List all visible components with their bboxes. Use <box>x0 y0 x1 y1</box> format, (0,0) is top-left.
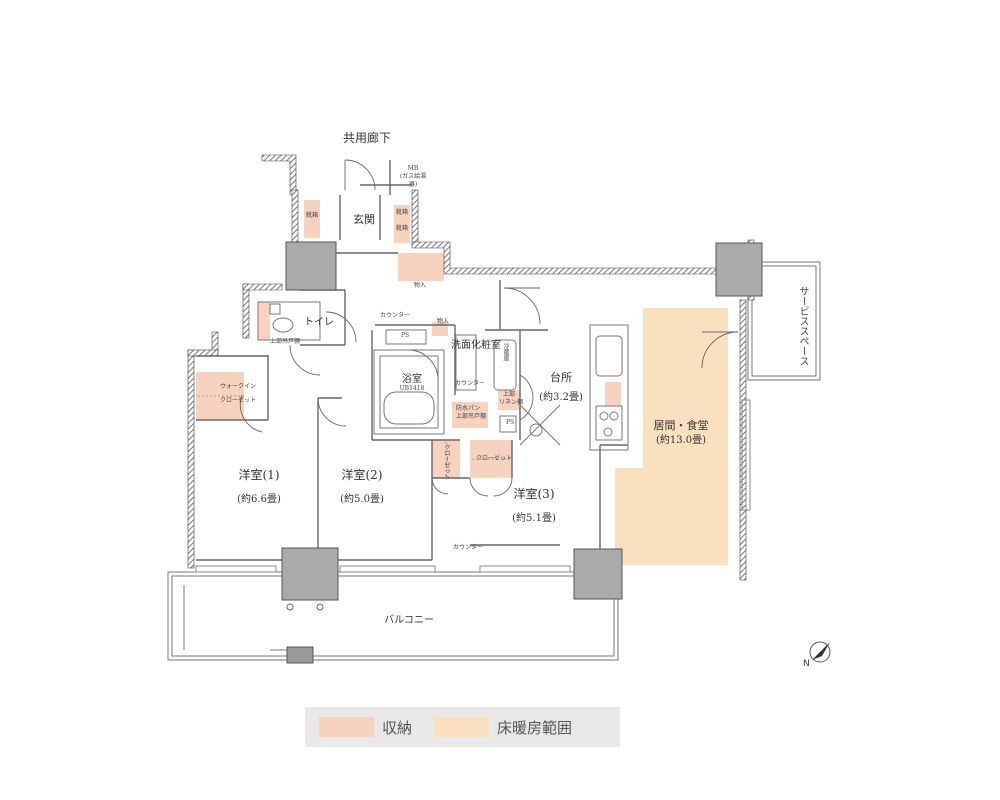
legend-label-floor-heating: 床暖房範囲 <box>497 718 573 737</box>
washer-pan-label: 防水パン <box>456 405 481 412</box>
toilet-label: トイレ <box>304 317 334 328</box>
legend-item-floor-heating: 床暖房範囲 <box>434 717 572 738</box>
bathroom <box>373 349 445 435</box>
bedroom1-label: 洋室(1) <box>238 468 280 482</box>
walk-in-closet-label: ウォークイン <box>220 383 257 390</box>
counter-label: カウンター <box>380 312 411 319</box>
balcony-drain <box>286 646 314 664</box>
balcony-fixture <box>316 603 324 611</box>
legend-label-storage: 収納 <box>382 718 413 737</box>
windows <box>195 399 751 573</box>
powder-room-label: 洗面化粧室 <box>451 340 501 351</box>
legend-item-storage: 収納 <box>319 717 412 738</box>
storage-label: 物入 <box>413 282 427 289</box>
bedroom2-size: (約5.0畳) <box>340 494 384 505</box>
kitchen-label: 台所 <box>550 371 572 384</box>
svg-text:N: N <box>803 659 810 669</box>
floor-heating-area <box>615 308 728 565</box>
ps-label: PS <box>401 332 410 339</box>
legend: 収納 床暖房範囲 <box>305 707 620 747</box>
balcony-label: バルコニー <box>384 615 434 626</box>
legend-swatch-storage <box>319 717 374 737</box>
living-size: (約13.0畳) <box>655 435 707 446</box>
north-arrow-icon: N <box>803 641 831 669</box>
bedroom1-size: (約6.6畳) <box>237 494 281 505</box>
linen-label: リネン棚 <box>499 399 524 406</box>
bath-unit-label: UB1418 <box>399 385 425 392</box>
bedroom2-label: 洋室(2) <box>341 468 383 482</box>
counter-label: カウンター <box>455 380 486 387</box>
balcony-fixture <box>286 603 294 611</box>
shoe-box-label: 靴箱 <box>395 209 409 216</box>
storage-label: 物入 <box>437 318 450 325</box>
closet-label: クローゼット <box>443 444 450 480</box>
service-space <box>747 261 821 381</box>
vanity <box>385 329 543 437</box>
closet-label: クローゼット <box>476 455 513 462</box>
upper-shelf-label: 上部吊戸棚 <box>270 338 301 345</box>
bedroom3-size: (約5.1畳) <box>512 513 556 524</box>
counter-label: カウンター <box>453 544 484 551</box>
service-space-label: サービススペース <box>797 286 808 366</box>
living-label: 居間・食堂 <box>653 419 709 432</box>
common-corridor-label: 共用廊下 <box>342 131 392 145</box>
storage-areas <box>196 200 621 478</box>
fridge-label: 冷蔵庫 <box>502 343 509 361</box>
pillars <box>281 241 763 601</box>
walk-in-closet-label: クローゼット <box>220 397 257 404</box>
kitchen-fixtures <box>519 324 629 451</box>
legend-swatch-floor-heating <box>434 717 490 737</box>
mb-note-label: 器) <box>408 181 418 188</box>
shoe-box-label: 靴箱 <box>395 225 409 232</box>
linen-label: 上部 <box>503 391 516 398</box>
upper-shelf-label: 上部吊戸棚 <box>456 413 487 420</box>
closet-rods <box>198 395 510 476</box>
mb-label: MB <box>407 165 419 172</box>
bath-label: 浴室 <box>402 374 422 385</box>
shoe-box-label: 靴箱 <box>305 212 319 219</box>
bedroom3-label: 洋室(3) <box>513 487 555 501</box>
entrance-label: 玄関 <box>353 213 375 226</box>
mb-note-label: (ガス給湯 <box>399 173 427 180</box>
kitchen-size: (約3.2畳) <box>539 392 583 403</box>
ps-label: PS <box>506 419 515 426</box>
toilet-fixture <box>257 301 321 341</box>
